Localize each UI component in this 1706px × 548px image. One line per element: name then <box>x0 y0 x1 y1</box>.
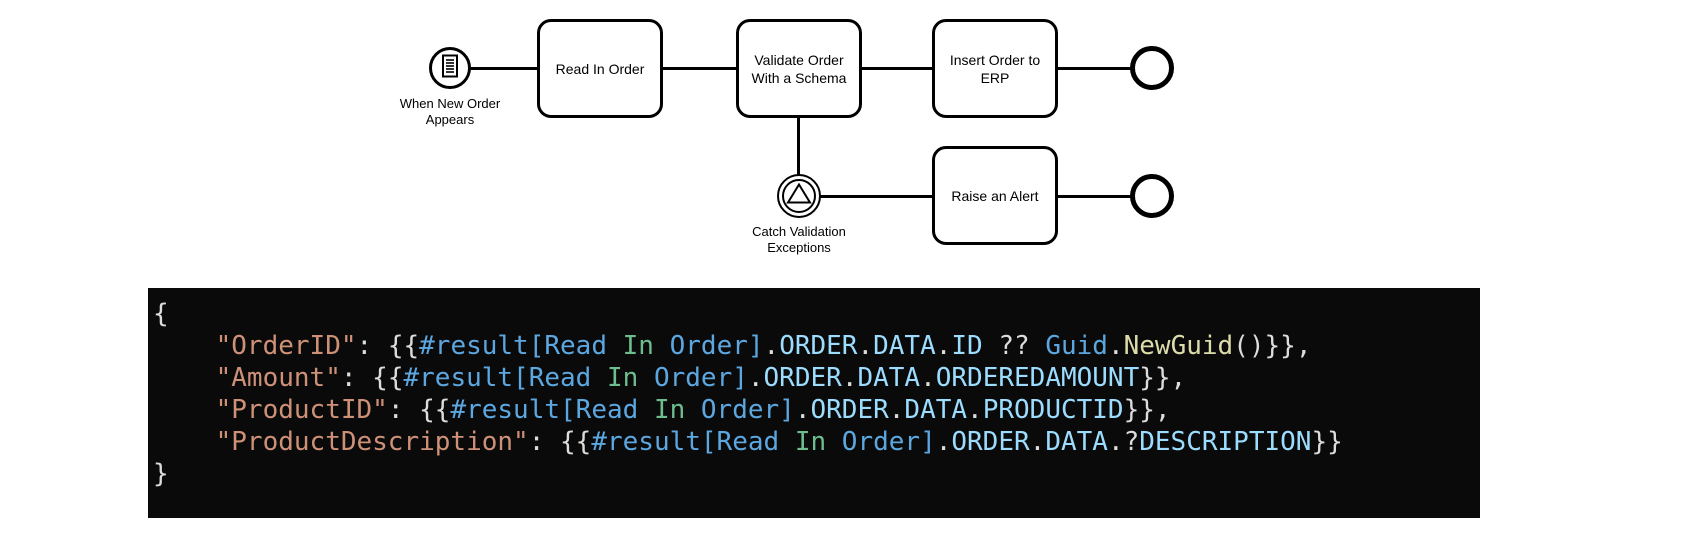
flow-connector <box>662 67 736 70</box>
code-lines: { "OrderID": {{#result[Read In Order].OR… <box>153 298 1472 490</box>
catch-event <box>777 174 821 218</box>
catch-event-label: Catch Validation Exceptions <box>752 224 846 255</box>
code-line: "ProductID": {{#result[Read In Order].OR… <box>215 395 1171 425</box>
task-raise-alert: Raise an Alert <box>932 146 1058 245</box>
end-event-alert <box>1130 174 1174 218</box>
document-icon <box>440 54 460 83</box>
flow-connector <box>470 67 537 70</box>
code-block: { "OrderID": {{#result[Read In Order].OR… <box>148 288 1480 518</box>
flow-connector <box>820 195 932 198</box>
end-event-success <box>1130 46 1174 90</box>
task-validate-order: Validate Order With a Schema <box>736 19 862 118</box>
task-read-in-order: Read In Order <box>537 19 663 118</box>
catch-event-inner-circle <box>782 179 816 213</box>
code-line: { <box>153 299 169 329</box>
start-event-label: When New Order Appears <box>399 96 501 127</box>
triangle-icon <box>786 182 812 210</box>
task-insert-order-erp: Insert Order to ERP <box>932 19 1058 118</box>
code-line: "Amount": {{#result[Read In Order].ORDER… <box>215 363 1187 393</box>
start-event <box>429 47 471 89</box>
code-line: "ProductDescription": {{#result[Read In … <box>215 427 1343 457</box>
code-line: "OrderID": {{#result[Read In Order].ORDE… <box>215 331 1312 361</box>
flow-connector <box>861 67 932 70</box>
flow-connector <box>797 117 800 175</box>
flow-connector <box>1057 195 1132 198</box>
flow-connector <box>1057 67 1132 70</box>
code-line: } <box>153 459 169 489</box>
